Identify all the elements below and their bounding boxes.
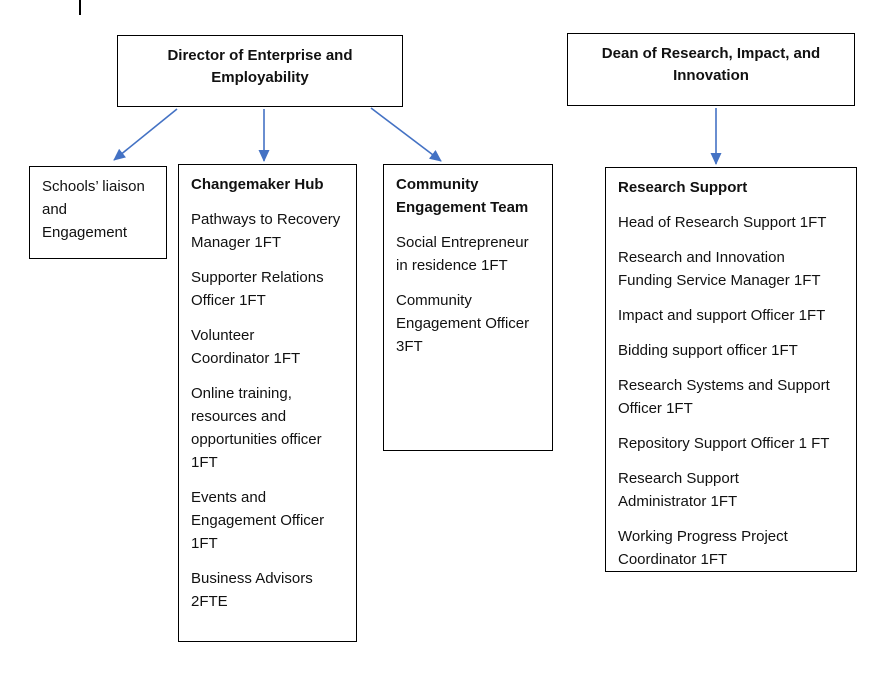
arrow-director-to-schools-liaison[interactable] xyxy=(113,108,178,161)
team-member: Research and Innovation Funding Service … xyxy=(618,249,821,289)
community-engagement-team-box[interactable]: Community Engagement Team Social Entrepr… xyxy=(383,164,553,451)
team-member: Pathways to Recovery Manager 1FT xyxy=(191,211,341,251)
arrow-director-to-community-engagement[interactable] xyxy=(370,107,442,162)
changemaker-hub-box[interactable]: Changemaker Hub Pathways to Recovery Man… xyxy=(178,164,357,642)
team-member: Business Advisors 2FTE xyxy=(191,570,313,610)
team-members: Pathways to Recovery Manager 1FT Supporte… xyxy=(191,208,347,613)
dean-title: Dean of Research, Impact, and Innovation xyxy=(601,45,821,84)
team-member: Research Support Administrator 1FT xyxy=(618,470,739,510)
team-member: Supporter Relations Officer 1FT xyxy=(191,269,324,309)
team-member: Bidding support officer 1FT xyxy=(618,342,798,359)
team-member: Head of Research Support 1FT xyxy=(618,214,827,231)
team-members: Head of Research Support 1FT Research and… xyxy=(618,211,847,571)
team-member: Impact and support Officer 1FT xyxy=(618,307,826,324)
team-member: Social Entrepreneur in residence 1FT xyxy=(396,234,529,274)
team-header: Community Engagement Team xyxy=(396,176,529,216)
team-member: Working Progress Project Coordinator 1FT xyxy=(618,528,788,568)
team-member: Repository Support Officer 1 FT xyxy=(618,435,830,452)
schools-liaison-box[interactable]: Schools’ liaison and Engagement xyxy=(29,166,167,259)
team-header: Research Support xyxy=(618,179,748,196)
team-header: Changemaker Hub xyxy=(191,176,324,193)
team-member: Community Engagement Officer 3FT xyxy=(396,292,530,355)
team-member: Events and Engagement Officer 1FT xyxy=(191,489,325,552)
team-members: Schools’ liaison and Engagement xyxy=(42,175,157,244)
team-member: Online training, resources and opportuni… xyxy=(191,385,322,471)
director-title: Director of Enterprise and Employability xyxy=(167,47,353,86)
cropped-connector-line xyxy=(79,0,81,15)
dean-box[interactable]: Dean of Research, Impact, and Innovation xyxy=(567,33,855,106)
director-box[interactable]: Director of Enterprise and Employability xyxy=(117,35,403,107)
team-member: Schools’ liaison and Engagement xyxy=(42,178,145,241)
research-support-box[interactable]: Research Support Head of Research Suppor… xyxy=(605,167,857,572)
team-member: Research Systems and Support Officer 1FT xyxy=(618,377,830,417)
team-member: Volunteer Coordinator 1FT xyxy=(191,327,301,367)
team-members: Social Entrepreneur in residence 1FT Comm… xyxy=(396,231,543,358)
